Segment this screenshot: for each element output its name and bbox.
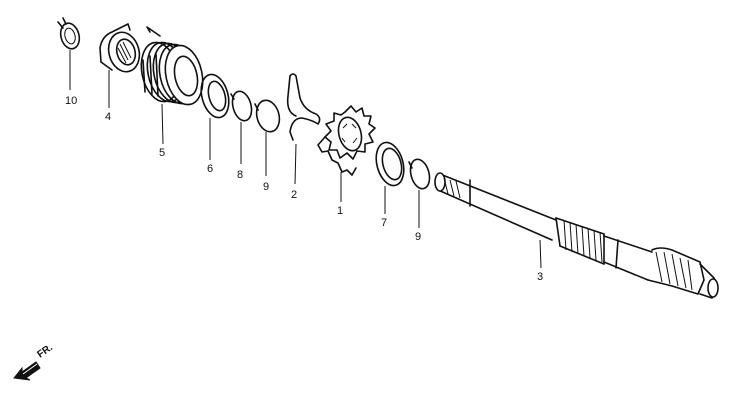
callout-7: 7 — [381, 217, 387, 229]
part-9a-circlip — [254, 99, 281, 133]
front-direction-label: FR. — [35, 342, 55, 360]
callout-6: 6 — [207, 163, 213, 175]
callout-9a: 9 — [263, 181, 269, 193]
part-1-gear — [317, 105, 376, 176]
callout-9b: 9 — [415, 231, 421, 243]
callout-2: 2 — [291, 189, 297, 201]
part-2-clip — [286, 73, 321, 141]
callout-8: 8 — [237, 169, 243, 181]
part-5-spring — [140, 26, 204, 106]
part-7-washer — [375, 141, 405, 187]
part-6-washer — [200, 73, 230, 119]
callout-1: 1 — [337, 205, 343, 217]
part-3-shaft — [434, 172, 719, 299]
part-4-guide — [99, 23, 141, 73]
callout-3: 3 — [537, 271, 543, 283]
callout-5: 5 — [159, 147, 165, 159]
callout-10: 10 — [65, 95, 77, 107]
part-9b-circlip — [408, 158, 431, 190]
part-10-circlip — [57, 17, 81, 50]
front-direction-arrow-icon — [13, 361, 41, 381]
part-8-circlip — [230, 90, 253, 122]
callout-4: 4 — [105, 111, 111, 123]
leader-lines — [69, 50, 542, 269]
